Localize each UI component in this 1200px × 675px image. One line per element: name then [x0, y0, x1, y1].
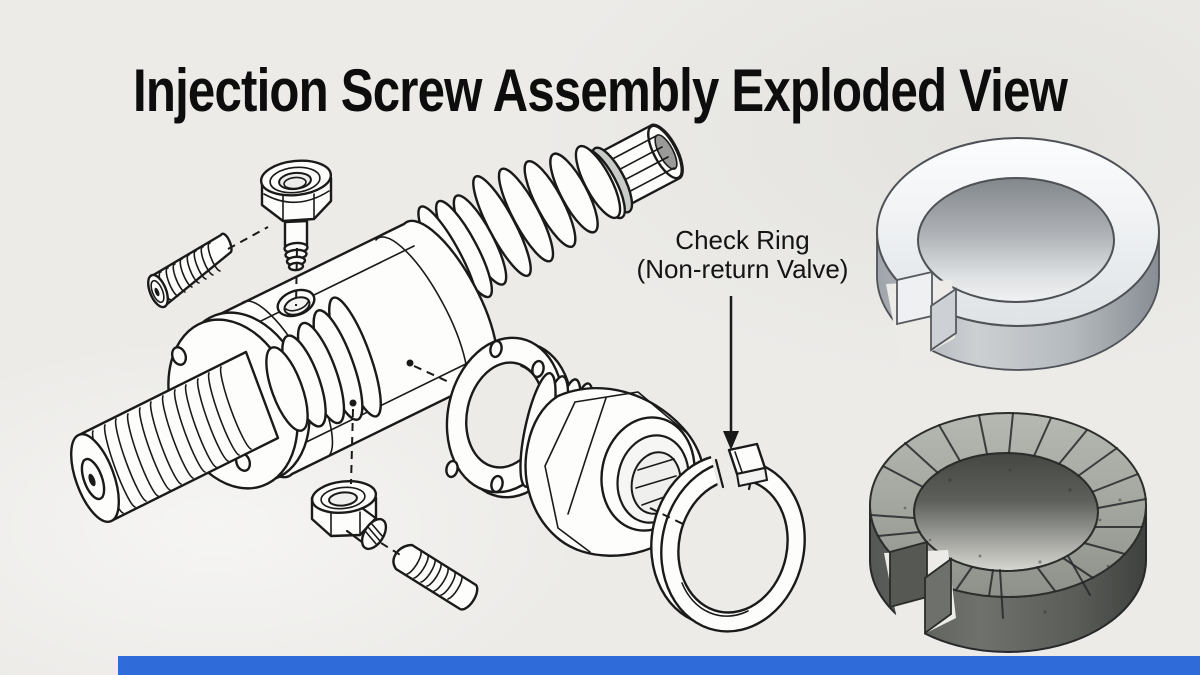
nozzle-head: [519, 372, 706, 557]
callout-line-1: Check Ring: [675, 225, 810, 255]
threaded-stud: [392, 543, 479, 611]
set-screw: [147, 232, 233, 309]
wear-cracks: [870, 412, 1147, 619]
hex-bolt: [310, 480, 388, 551]
worn-check-ring-figure: [868, 412, 1148, 653]
screw-tip: [70, 350, 280, 523]
page-title: Injection Screw Assembly Exploded View: [132, 57, 1068, 125]
bottom-accent-bar: [118, 656, 1200, 675]
callout-arrow: [723, 296, 739, 450]
callout-line-2: (Non-return Valve): [636, 254, 849, 284]
screw-flights: [472, 144, 622, 278]
exploded-line-drawing: [70, 123, 806, 633]
check-ring-callout: Check Ring (Non-return Valve): [615, 226, 870, 284]
bearing-washer-stack: [265, 296, 382, 432]
new-check-ring-figure: [875, 137, 1161, 371]
check-ring-line-art: [650, 442, 806, 633]
assembly-leader-lines: [227, 226, 684, 557]
hex-plug: [259, 159, 333, 272]
